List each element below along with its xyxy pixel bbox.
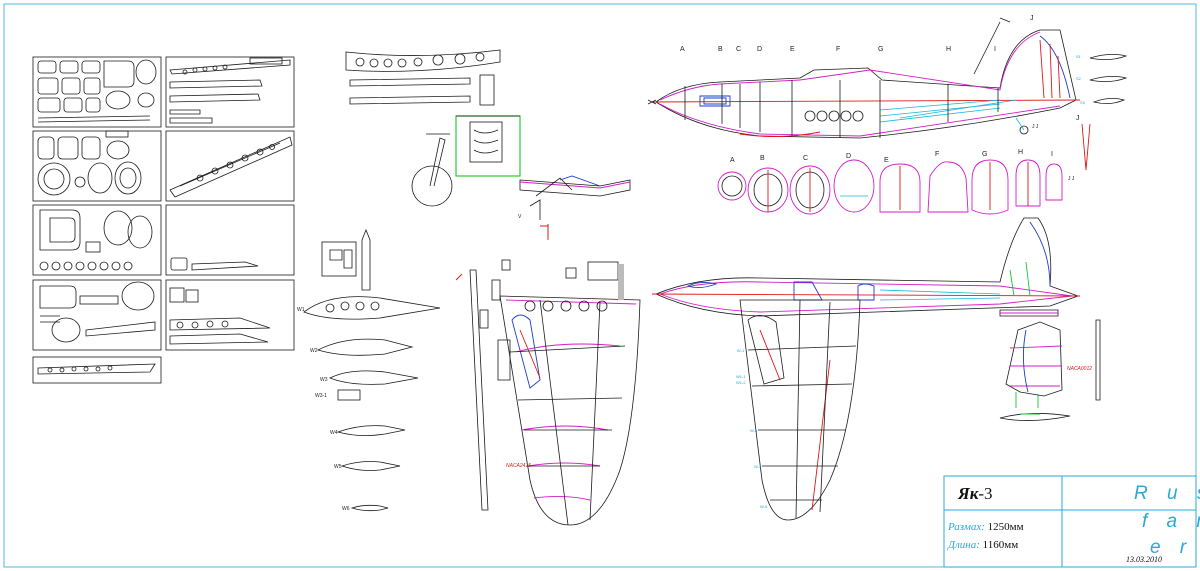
- wingspan-line: Размах: 1250мм: [947, 521, 1024, 533]
- half-wing-plan: NACA2415: [499, 261, 641, 526]
- length-value: 1160мм: [983, 539, 1019, 551]
- cut-sheet-4: [32, 279, 295, 351]
- brand-line-2: f a n: [1142, 511, 1200, 532]
- station-label: B: [718, 46, 723, 53]
- rib-label: W6: [342, 506, 350, 512]
- former-label: F: [935, 151, 939, 158]
- rudder-detail: NACA0012: [999, 319, 1101, 421]
- station-label: F: [836, 46, 840, 53]
- rib-labels: W1 W2 W3 W3-1 W4 W5 W6: [297, 307, 350, 512]
- wing-rib-plan-label: W1-1: [736, 374, 746, 379]
- stab-rib-label: S1: [1076, 54, 1082, 59]
- former-label: H: [1018, 149, 1023, 156]
- model-name-bold: Як: [957, 484, 979, 503]
- wingspan-value: 1250мм: [988, 521, 1024, 533]
- stab-rib-label: S2: [1076, 76, 1082, 81]
- tail-joint-label: J J: [1032, 124, 1039, 130]
- brand-line-3: e r: [1150, 537, 1193, 558]
- wing-rib-plan-label: W1-2: [736, 380, 746, 385]
- length-label: Длина:: [947, 539, 980, 551]
- tail-wheel-assembly: V: [518, 175, 631, 240]
- former-label: E: [884, 157, 889, 164]
- tail-wheel-callout: V: [518, 214, 522, 220]
- wing-rib-plan-label: W-1: [737, 348, 745, 353]
- landing-gear-detail: [411, 115, 521, 207]
- former-label: A: [730, 157, 735, 164]
- wing-airfoil-label: NACA2415: [506, 463, 531, 469]
- former-label: B: [760, 155, 765, 162]
- tail-label: J: [1076, 115, 1080, 122]
- former-label: D: [846, 153, 851, 160]
- wingspan-label: Размах:: [947, 521, 985, 533]
- stab-rib-label: S3: [1080, 100, 1086, 105]
- wing-rib-plan-label: W-5: [760, 504, 768, 509]
- station-label: H: [946, 46, 951, 53]
- cut-sheet-1: [32, 56, 295, 128]
- wing-rib-plan-label: W-3: [750, 428, 758, 433]
- model-name-suffix: -3: [978, 484, 992, 503]
- brand-line-1: R u s: [1134, 483, 1200, 504]
- model-name: Як-3: [957, 484, 993, 503]
- top-view: W-1 W1-1 W1-2 W-3 W-4 W-5: [651, 217, 1081, 521]
- station-label: D: [757, 46, 762, 53]
- former-label: J J: [1068, 176, 1075, 182]
- station-label: E: [790, 46, 795, 53]
- rib-label: W3-1: [315, 393, 327, 399]
- station-labels-side: A B C D E F G H I J: [680, 15, 1034, 53]
- rib-label: W5: [334, 464, 342, 470]
- stabilizer-ribs: S1 S2 S3: [1076, 54, 1128, 105]
- fuselage-formers: [717, 123, 1091, 215]
- rib-label: W3: [320, 377, 328, 383]
- tail-airfoil-label: NACA0012: [1067, 366, 1092, 372]
- wing-spar: [455, 259, 511, 511]
- former-label: I: [1051, 151, 1053, 158]
- length-line: Длина: 1160мм: [947, 539, 1018, 551]
- wing-rib-plan-label: W-4: [754, 464, 762, 469]
- fuselage-strips: [345, 49, 501, 106]
- rib-label: W2: [310, 348, 318, 354]
- station-label: A: [680, 46, 685, 53]
- station-label: G: [878, 46, 883, 53]
- former-label: G: [982, 151, 987, 158]
- cut-sheet-5: [32, 356, 162, 384]
- wing-ribs: [303, 228, 441, 512]
- former-label: C: [803, 155, 808, 162]
- rib-label: W1: [297, 307, 305, 313]
- station-label: J: [1030, 15, 1034, 22]
- former-labels: A B C D E F G H I J J J: [730, 115, 1080, 182]
- station-label: I: [994, 46, 996, 53]
- rib-label: W4: [330, 430, 338, 436]
- title-block: Як-3 Размах: 1250мм Длина: 1160мм R u s …: [943, 475, 1200, 568]
- station-label: C: [736, 46, 741, 53]
- cut-sheet-3: [32, 204, 295, 276]
- drawing-frame: [3, 3, 1197, 568]
- fuselage-side-view: J J: [647, 17, 1081, 139]
- cut-sheet-2: [32, 130, 295, 202]
- drawing-date: 13.03.2010: [1126, 555, 1162, 564]
